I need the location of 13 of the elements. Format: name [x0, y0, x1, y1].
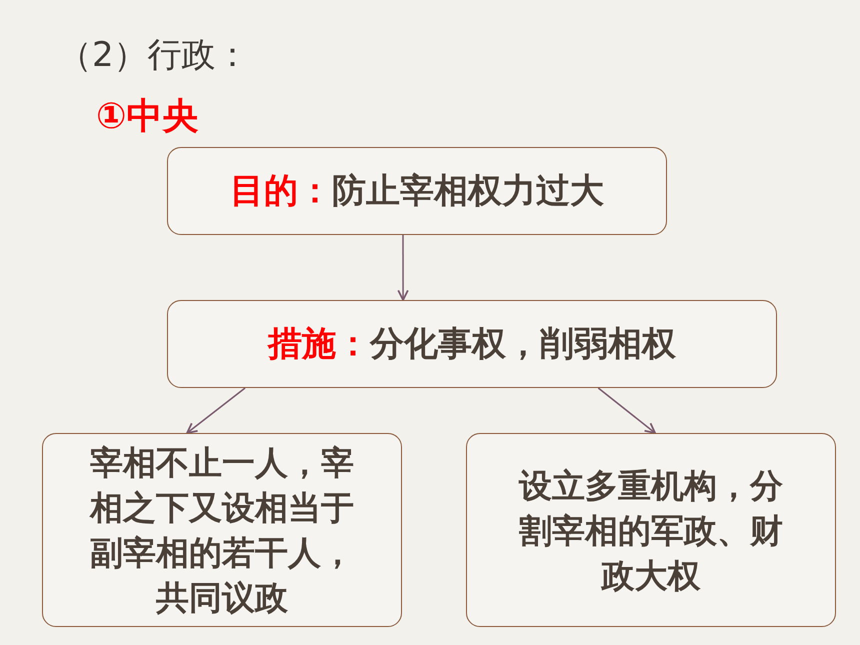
box-text: 措施：分化事权，削弱相权: [268, 322, 676, 366]
arrow: [186, 387, 246, 434]
box-text: 宰相不止一人，宰相之下又设相当于副宰相的若干人，共同议政: [90, 442, 354, 619]
text-box: [466, 433, 836, 627]
text-box: [42, 433, 402, 627]
text-box: [167, 147, 667, 235]
arrow: [598, 387, 656, 434]
box-text: 设立多重机构，分割宰相的军政、财政大权: [519, 464, 783, 596]
arrow: [397, 235, 409, 301]
box-text: 目的：防止宰相权力过大: [230, 170, 604, 212]
heading: （2）行政：: [58, 38, 250, 72]
text-box: [167, 300, 777, 388]
section-label: ①中央: [96, 99, 198, 135]
